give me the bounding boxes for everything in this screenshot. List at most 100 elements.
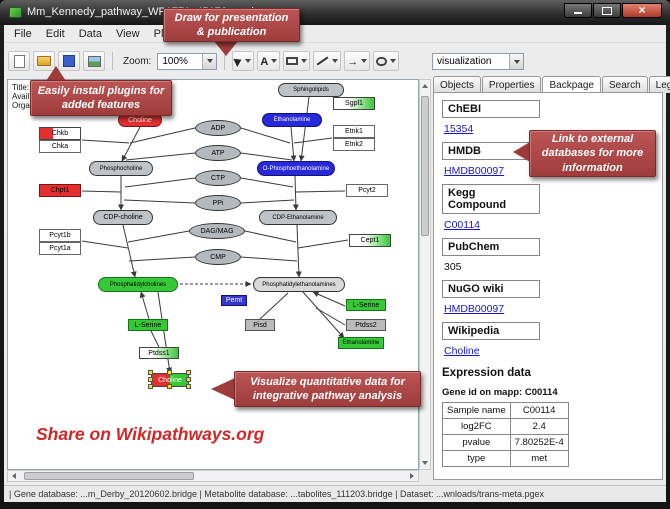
pathway-node-dag-mag[interactable]: DAG/MAG xyxy=(189,223,245,239)
pathway-node-phosphatidylcholines[interactable]: Phosphatidylcholines xyxy=(98,277,178,292)
pathway-node-phosphatidylethanolamines[interactable]: Phosphatidylethanolamines xyxy=(253,277,345,292)
tab-properties[interactable]: Properties xyxy=(481,76,542,93)
selection-handle[interactable] xyxy=(148,377,153,382)
selection-handle[interactable] xyxy=(186,384,191,389)
visualization-select[interactable]: visualization xyxy=(432,53,524,70)
pathway-node-pcyt1b[interactable]: Pcyt1b xyxy=(39,229,81,242)
pathway-edge xyxy=(315,307,346,326)
vertical-scrollbar[interactable] xyxy=(419,79,431,470)
line-tool-icon xyxy=(316,56,329,66)
label-tool-button[interactable] xyxy=(257,51,281,71)
section-header-nugo-wiki: NuGO wiki xyxy=(442,280,540,298)
menu-file[interactable]: File xyxy=(14,27,32,40)
section-value-chebi[interactable]: 15354 xyxy=(444,123,474,135)
scroll-down-button[interactable] xyxy=(420,458,430,468)
vertical-scroll-thumb[interactable] xyxy=(421,96,429,236)
selection-handle[interactable] xyxy=(186,377,191,382)
pathway-node-sgpl1[interactable]: Sgpl1 xyxy=(333,97,375,110)
pathway-info-label: Organ xyxy=(12,101,35,110)
pathway-node-pcyt1a[interactable]: Pcyt1a xyxy=(39,242,81,255)
table-cell: log2FC xyxy=(442,418,511,435)
zoom-select[interactable]: 100% xyxy=(157,52,218,70)
pathway-node-ptdss1[interactable]: Ptdss1 xyxy=(139,347,179,359)
pathway-edges xyxy=(81,96,349,374)
title-bar[interactable]: Mm_Kennedy_pathway_WP1771_45176.gpml xyxy=(0,0,670,25)
pathway-node-chka[interactable]: Chka xyxy=(39,140,81,153)
pathway-node-ctp[interactable]: CTP xyxy=(195,170,241,186)
pathway-node-cept1[interactable]: Cept1 xyxy=(349,234,391,247)
tab-legend[interactable]: Legend xyxy=(648,76,670,93)
connector-tool-icon xyxy=(347,52,358,70)
shape-tool-button[interactable] xyxy=(283,51,311,71)
connector-tool-button[interactable] xyxy=(344,51,371,71)
line-tool-button[interactable] xyxy=(313,51,342,71)
tab-objects[interactable]: Objects xyxy=(433,76,481,93)
maximize-button[interactable] xyxy=(593,3,621,18)
callout-link: Link to external databases for more info… xyxy=(529,130,656,177)
pathway-edge xyxy=(139,291,150,320)
pathway-node-ethanolamine[interactable]: Ethanolamine xyxy=(338,337,384,349)
pathway-edge xyxy=(240,152,293,161)
section-value-hmdb[interactable]: HMDB00097 xyxy=(444,165,505,177)
template-tool-button[interactable] xyxy=(373,51,400,71)
pathway-node-adp[interactable]: ADP xyxy=(195,120,241,136)
visualization-dropdown-button[interactable] xyxy=(509,54,523,69)
pathway-node-phosphocholine[interactable]: Phosphocholine xyxy=(89,161,153,176)
pathway-node-cdp-ethanolamine[interactable]: CDP-Ethanolamine xyxy=(259,210,337,225)
pathway-node-ethanolamine[interactable]: Ethanolamine xyxy=(262,113,322,127)
pathway-edge xyxy=(290,126,297,162)
menu-data[interactable]: Data xyxy=(78,27,102,40)
pathway-node-ptdss2[interactable]: Ptdss2 xyxy=(346,319,386,331)
section-value-kegg-compound[interactable]: C00114 xyxy=(444,219,481,231)
pathway-node-atp[interactable]: ATP xyxy=(195,145,241,161)
close-button[interactable] xyxy=(622,3,662,18)
pathway-edge xyxy=(297,239,349,249)
pathway-edge xyxy=(259,292,289,320)
pathway-node-ppi[interactable]: PPi xyxy=(195,195,241,211)
pathway-node-etnk2[interactable]: Etnk2 xyxy=(333,138,375,151)
pathway-node-sphingolipids[interactable]: Sphingolipids xyxy=(278,83,344,97)
pathway-node-chkb[interactable]: Chkb xyxy=(39,127,81,140)
section-header-pubchem: PubChem xyxy=(442,238,540,256)
pathway-node-etnk1[interactable]: Etnk1 xyxy=(333,125,375,138)
minimize-button[interactable] xyxy=(564,3,592,18)
pathway-info-label: Title: xyxy=(12,83,30,92)
section-value-wikipedia[interactable]: Choline xyxy=(444,345,480,357)
pointer-tool-button[interactable] xyxy=(232,51,255,71)
menu-view[interactable]: View xyxy=(115,27,140,40)
menu-edit[interactable]: Edit xyxy=(45,27,65,40)
pathway-node-cmp[interactable]: CMP xyxy=(195,249,241,265)
dropdown-arrow-icon xyxy=(245,59,252,63)
selection-handle[interactable] xyxy=(148,384,153,389)
zoom-dropdown-button[interactable] xyxy=(202,53,217,69)
pathway-edge xyxy=(81,240,129,249)
selection-handle[interactable] xyxy=(148,370,153,375)
pathway-edge xyxy=(124,177,196,188)
selection-handle[interactable] xyxy=(186,370,191,375)
horizontal-scrollbar[interactable] xyxy=(7,470,419,482)
scroll-left-button[interactable] xyxy=(9,471,19,481)
pathway-node-o-phosphoethanolamine[interactable]: O-Phosphoethanolamine xyxy=(257,161,335,176)
pathway-node-pcyt2[interactable]: Pcyt2 xyxy=(346,184,388,197)
pathway-edge xyxy=(150,330,160,348)
pathway-node-chpt1[interactable]: Chpt1 xyxy=(39,184,81,197)
new-button[interactable] xyxy=(8,51,30,71)
pathway-node-pisd[interactable]: Pisd xyxy=(245,319,275,331)
selection-handle[interactable] xyxy=(167,384,172,389)
table-cell: 7.80252E-4 xyxy=(509,434,569,451)
scroll-up-button[interactable] xyxy=(420,81,430,91)
tab-backpage[interactable]: Backpage xyxy=(542,76,601,94)
pathway-node-cdp-choline[interactable]: CDP-choline xyxy=(93,210,153,225)
pathway-edge xyxy=(312,291,346,307)
selection-handle[interactable] xyxy=(167,370,172,375)
table-cell: Sample name xyxy=(442,402,511,419)
horizontal-scroll-thumb[interactable] xyxy=(24,472,194,480)
pathway-node-pemt[interactable]: Pemt xyxy=(221,295,247,306)
export-button[interactable] xyxy=(83,51,105,71)
section-value-nugo-wiki[interactable]: HMDB00097 xyxy=(444,303,505,315)
tab-search[interactable]: Search xyxy=(601,76,648,93)
pathway-node-l-serine[interactable]: L-Serine xyxy=(346,299,386,311)
pathway-node-l-serine[interactable]: L-Serine xyxy=(128,319,168,331)
scroll-right-button[interactable] xyxy=(407,471,417,481)
